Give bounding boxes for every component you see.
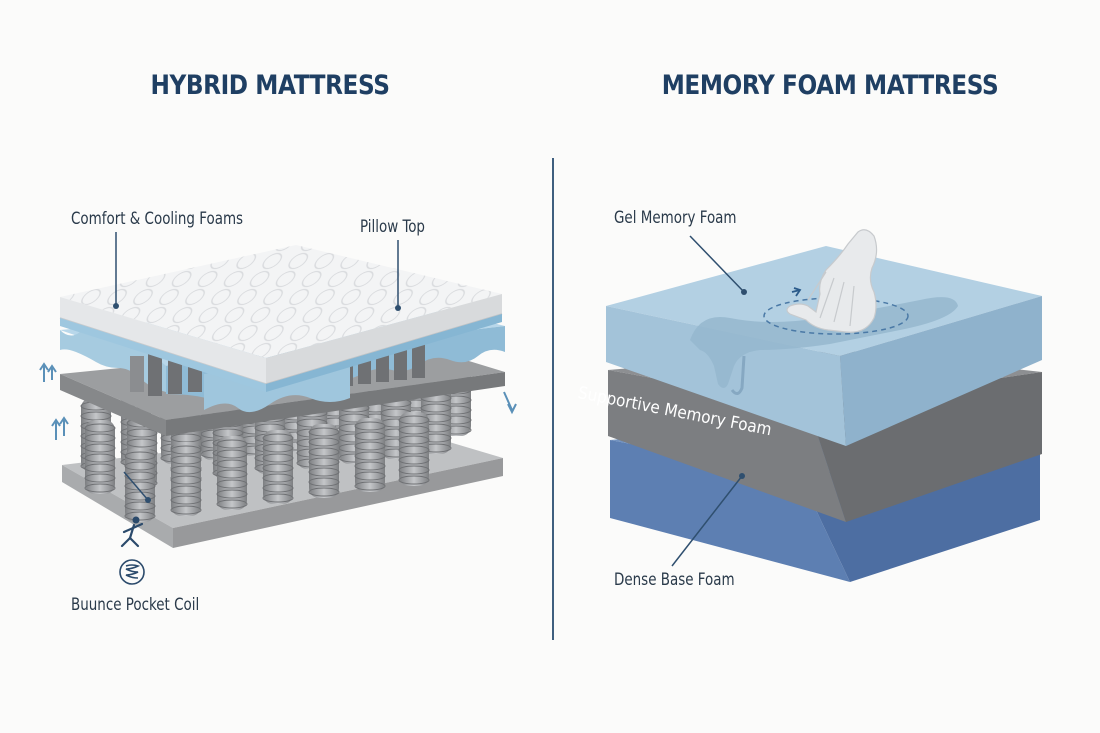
pocket-coil (354, 418, 386, 492)
label-gel-memory-foam: Gel Memory Foam (614, 208, 737, 228)
pocket-coil (398, 412, 430, 486)
pocket-coil (308, 424, 340, 498)
label-bounce-pocket-coil: Buunce Pocket Coil (71, 595, 200, 615)
hand-press-icon (786, 229, 878, 333)
hybrid-comfort-foam-strip (60, 314, 502, 392)
hybrid-leader-lines (115, 232, 399, 501)
hybrid-title: HYBRID MATTRESS (150, 70, 390, 101)
pocket-coil (170, 442, 202, 516)
jumping-person-icon (120, 516, 144, 548)
pocket-coil (124, 448, 156, 522)
pocket-coil (262, 430, 294, 504)
label-pillow-top: Pillow Top (360, 217, 425, 237)
pocket-coil (216, 436, 248, 510)
airflow-arrow-icon (39, 362, 517, 440)
label-dense-base-foam: Dense Base Foam (614, 570, 735, 590)
pocket-coil (84, 420, 116, 494)
coil-spring-icon (119, 559, 145, 585)
label-comfort-cooling-foams: Comfort & Cooling Foams (71, 209, 244, 229)
memory-leader-lines (671, 235, 745, 567)
memory-foam-title: MEMORY FOAM MATTRESS (661, 70, 999, 101)
hybrid-pillow-top (59, 245, 503, 385)
section-divider (552, 158, 554, 640)
